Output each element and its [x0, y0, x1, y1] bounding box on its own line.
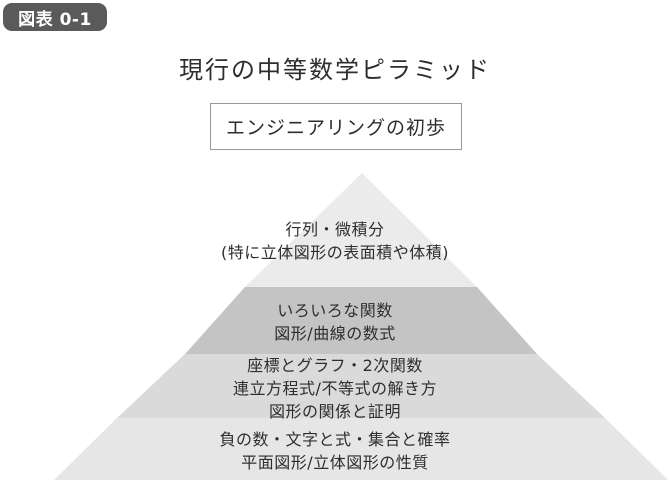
tier-3-line-2: 連立方程式/不等式の解き方 [233, 379, 437, 398]
figure-label-badge: 図表 0-1 [3, 3, 107, 31]
tier-3-line-3: 図形の関係と証明 [268, 402, 401, 421]
tier-3-line-1: 座標とグラフ・2次関数 [247, 356, 423, 375]
tier-4-text: 負の数・文字と式・集合と確率 平面図形/立体図形の性質 [0, 428, 670, 474]
tier-2-text: いろいろな関数 図形/曲線の数式 [0, 299, 670, 345]
pyramid-tier-3 [117, 354, 605, 418]
figure-label: 図表 0-1 [18, 9, 92, 30]
tier-1-text: 行列・微積分 (特に立体図形の表面積や体積) [0, 218, 670, 264]
pyramid-tier-1 [245, 173, 477, 287]
tier-4-line-1: 負の数・文字と式・集合と確率 [219, 430, 451, 449]
pyramid-tier-4 [54, 418, 668, 480]
tier-3-text: 座標とグラフ・2次関数 連立方程式/不等式の解き方 図形の関係と証明 [0, 354, 670, 423]
tier-1-line-1: 行列・微積分 [285, 220, 385, 239]
tier-2-line-1: いろいろな関数 [277, 301, 393, 320]
apex-box: エンジニアリングの初歩 [210, 103, 462, 150]
diagram-title: 現行の中等数学ピラミッド [179, 56, 491, 84]
tier-4-line-2: 平面図形/立体図形の性質 [241, 453, 429, 472]
pyramid-tier-2 [185, 287, 537, 354]
tier-2-line-2: 図形/曲線の数式 [274, 324, 396, 343]
tier-1-line-2: (特に立体図形の表面積や体積) [221, 243, 449, 262]
apex-box-label: エンジニアリングの初歩 [225, 117, 446, 139]
